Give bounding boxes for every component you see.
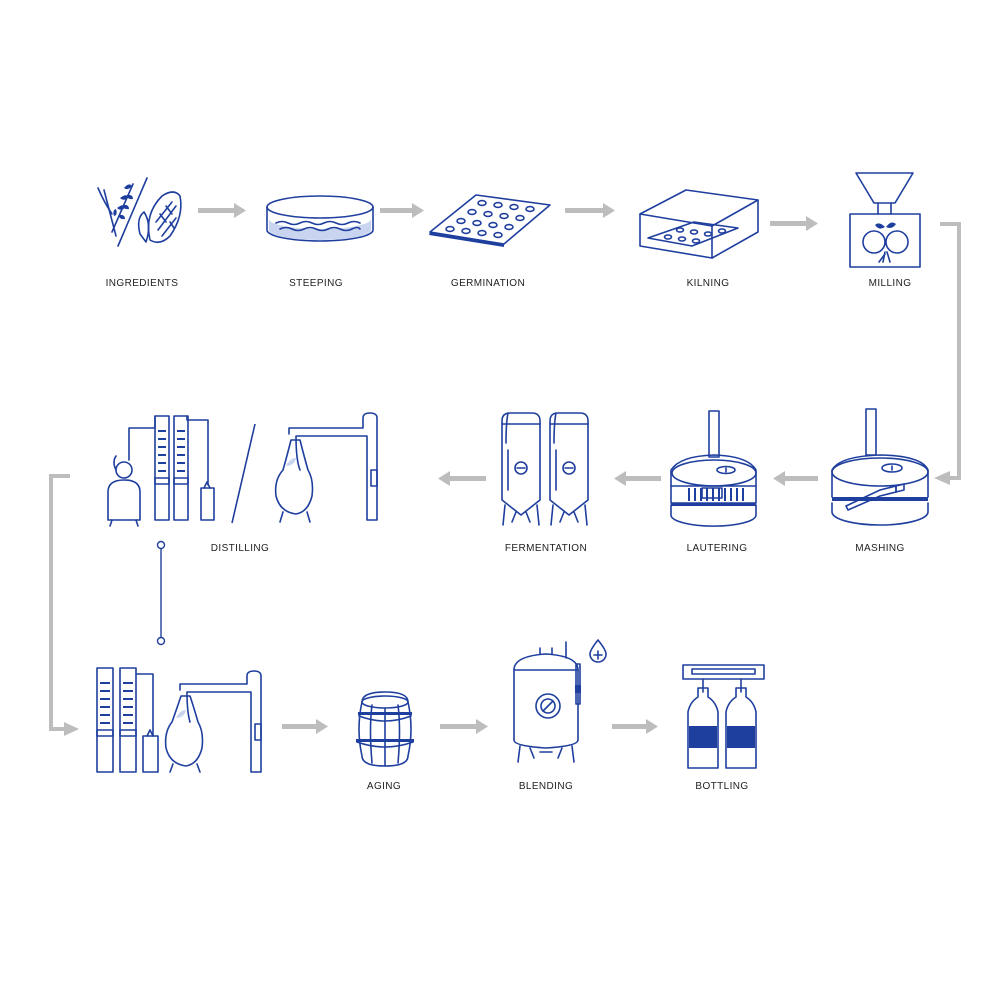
label-steeping: STEEPING xyxy=(289,278,343,289)
label-ingredients: INGREDIENTS xyxy=(105,278,179,289)
flow-arrows xyxy=(49,203,961,736)
mash-tun-icon xyxy=(831,408,929,526)
still-link-connector xyxy=(156,540,166,646)
lauter-tun-icon xyxy=(670,410,757,527)
arrow-fermentation-distilling xyxy=(438,471,486,486)
arrow-mashing-lautering xyxy=(773,471,818,486)
label-mashing: MASHING xyxy=(855,543,905,554)
arrow-distilling-aging xyxy=(282,719,328,734)
mill-icon xyxy=(849,172,921,268)
steeping-tub-icon xyxy=(266,195,374,242)
still-divider xyxy=(231,423,256,524)
label-blending: BLENDING xyxy=(518,781,574,792)
germination-tray-icon xyxy=(429,194,551,247)
pot-still-icon-2 xyxy=(164,670,262,773)
label-kilning: KILNING xyxy=(686,278,730,289)
arrow-aging-blending xyxy=(440,719,488,734)
arrow-kilning-milling xyxy=(770,216,818,231)
label-fermentation: FERMENTATION xyxy=(504,543,588,554)
arrow-distilling-second-distilling xyxy=(49,474,79,736)
blending-tank-icon xyxy=(513,639,607,763)
fermenter-icon xyxy=(501,412,589,526)
column-still-icon-2 xyxy=(96,667,159,773)
fermenter-tank-left xyxy=(501,412,541,526)
arrow-blending-bottling xyxy=(612,719,658,734)
arrow-lautering-fermentation xyxy=(614,471,661,486)
label-distilling: DISTILLING xyxy=(210,543,270,554)
fermenter-tank-right xyxy=(549,412,589,526)
wheat-corn-icon xyxy=(97,177,182,247)
bottles-icon xyxy=(682,664,765,769)
label-bottling: BOTTLING xyxy=(695,781,749,792)
arrow-ingredients-steeping xyxy=(198,203,246,218)
kiln-icon xyxy=(639,189,759,259)
label-germination: GERMINATION xyxy=(450,278,526,289)
label-aging: AGING xyxy=(366,781,402,792)
pot-still-icon xyxy=(274,412,378,523)
arrow-germination-kilning xyxy=(565,203,615,218)
label-lautering: LAUTERING xyxy=(686,543,748,554)
label-milling: MILLING xyxy=(868,278,912,289)
arrow-milling-mashing xyxy=(934,222,961,485)
column-still-icon xyxy=(107,415,215,527)
arrow-steeping-germination xyxy=(380,203,424,218)
barrel-icon xyxy=(356,691,414,767)
